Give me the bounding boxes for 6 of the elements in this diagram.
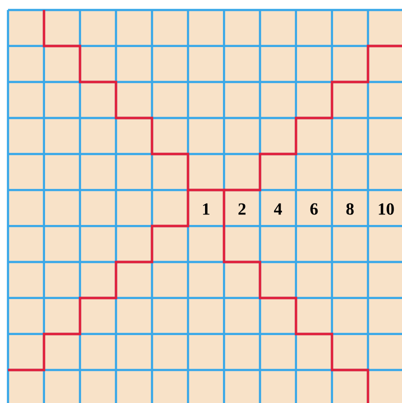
number-label: 4 bbox=[274, 203, 282, 215]
number-label: 1 bbox=[203, 203, 210, 215]
number-label: 8 bbox=[346, 203, 354, 215]
number-label: 10 bbox=[378, 203, 394, 215]
number-label: 2 bbox=[238, 203, 246, 215]
number-label: 6 bbox=[310, 203, 318, 215]
